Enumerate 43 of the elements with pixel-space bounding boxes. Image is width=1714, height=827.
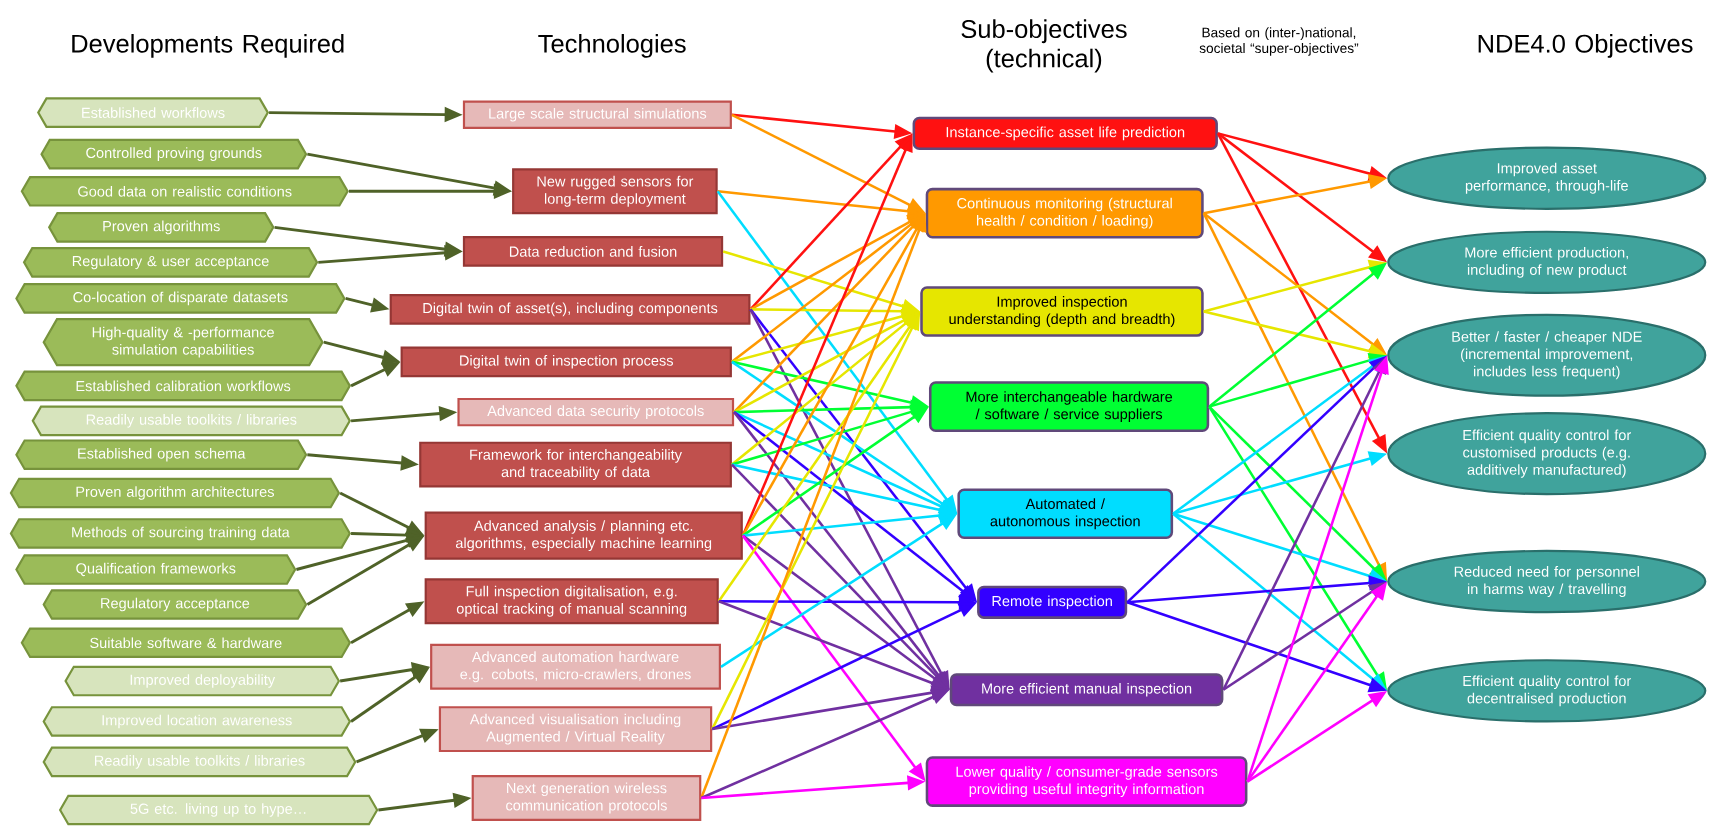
technology-box: Data reduction and fusion bbox=[462, 235, 724, 267]
technology-box: New rugged sensors for long-term deployment bbox=[512, 168, 718, 215]
heading: Sub-objectives (technical) bbox=[961, 19, 1127, 73]
technology-box: Digital twin of inspection process bbox=[400, 346, 732, 377]
development-box: Regulatory & user acceptance bbox=[22, 246, 319, 278]
heading: NDE4.0 Objectives bbox=[1478, 33, 1693, 58]
development-box: Readily usable toolkits / libraries bbox=[31, 405, 352, 436]
development-box: 5G etc. living up to hype… bbox=[58, 794, 379, 826]
development-box: Readily usable toolkits / libraries bbox=[42, 746, 357, 777]
sub-objective-box: More efficient manual inspection bbox=[949, 672, 1224, 707]
sub-objective-box: More interchangeable hardware / software / service suppliers bbox=[928, 381, 1210, 432]
heading: Technologies bbox=[538, 33, 686, 58]
technology-box: Advanced analysis / planning etc. algorithms, especially machine learning bbox=[424, 511, 743, 560]
development-box: Co-location of disparate datasets bbox=[15, 282, 346, 314]
technology-box: Next generation wireless communication protocols bbox=[471, 774, 702, 821]
development-box: Improved location awareness bbox=[42, 705, 352, 737]
heading: Developments Required bbox=[72, 33, 344, 58]
technology-box: Large scale structural simulations bbox=[462, 100, 732, 129]
development-box: Controlled proving grounds bbox=[40, 138, 308, 170]
sub-objective-box: Improved inspection understanding (depth and breadth) bbox=[920, 286, 1204, 337]
technology-box: Full inspection digitalisation, e.g. optical tracking of manual scanning bbox=[424, 578, 719, 624]
sub-objective-box: Continuous monitoring (structural health / condition / loading) bbox=[925, 187, 1204, 239]
sub-objective-box: Instance-specific asset life prediction bbox=[912, 116, 1218, 150]
technology-box: Advanced visualisation including Augmented / Virtual Reality bbox=[438, 705, 713, 752]
development-box: Proven algorithm architectures bbox=[9, 477, 341, 509]
technology-box: Advanced automation hardware e.g. cobots, micro-crawlers, drones bbox=[430, 643, 721, 690]
technology-box: Framework for interchangeability and traceability of data bbox=[419, 441, 732, 488]
technology-box: Digital twin of asset(s), including components bbox=[389, 293, 751, 325]
development-box: Methods of sourcing training data bbox=[9, 517, 352, 549]
development-box: Suitable software & hardware bbox=[20, 627, 352, 658]
development-box: Qualification frameworks bbox=[15, 554, 297, 585]
development-box: High-quality & -performance simulation capabilities bbox=[42, 317, 324, 366]
development-box: Proven algorithms bbox=[47, 211, 275, 243]
development-box: Improved deployability bbox=[64, 665, 341, 697]
sub-objective-box: Automated / autonomous inspection bbox=[957, 488, 1174, 539]
sub-objective-box: Lower quality / consumer-grade sensors providing useful integrity information bbox=[925, 756, 1248, 807]
heading: Based on (inter-)national, societal “super-objectives” bbox=[1199, 27, 1359, 56]
development-box: Established workflows bbox=[37, 97, 270, 128]
development-box: Established open schema bbox=[15, 439, 308, 470]
development-box: Established calibration workflows bbox=[15, 370, 352, 401]
development-box: Regulatory acceptance bbox=[42, 588, 308, 620]
technology-box: Advanced data security protocols bbox=[457, 397, 735, 427]
development-box: Good data on realistic conditions bbox=[20, 175, 349, 207]
